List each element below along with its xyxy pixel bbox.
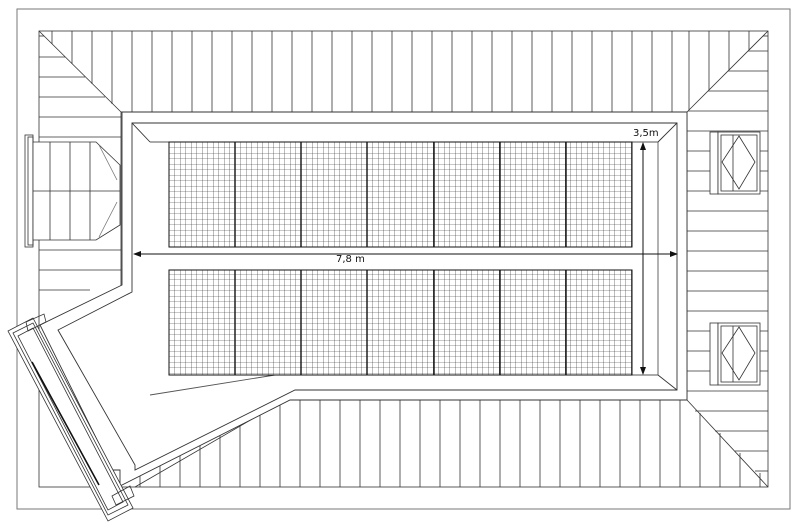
roof-lines-left: [39, 35, 121, 291]
height-dimension-label: 3,5m: [633, 128, 659, 139]
dimension-width: [133, 251, 678, 257]
solar-row-bottom: [168, 269, 633, 376]
roof-lines-bottom: [139, 400, 761, 487]
roof-lines-top: [51, 31, 750, 112]
dormer-window-bottom: [709, 322, 761, 386]
solar-array: [168, 141, 633, 376]
outer-border: [16, 8, 791, 510]
solar-row-top: [168, 141, 633, 248]
dimension-height: [640, 142, 646, 375]
angled-window-wing: [7, 313, 135, 522]
chimney: [24, 134, 121, 248]
dormer-window-top: [709, 131, 761, 195]
roof-lines-right: [687, 35, 768, 472]
width-dimension-label: 7,8 m: [336, 254, 365, 265]
